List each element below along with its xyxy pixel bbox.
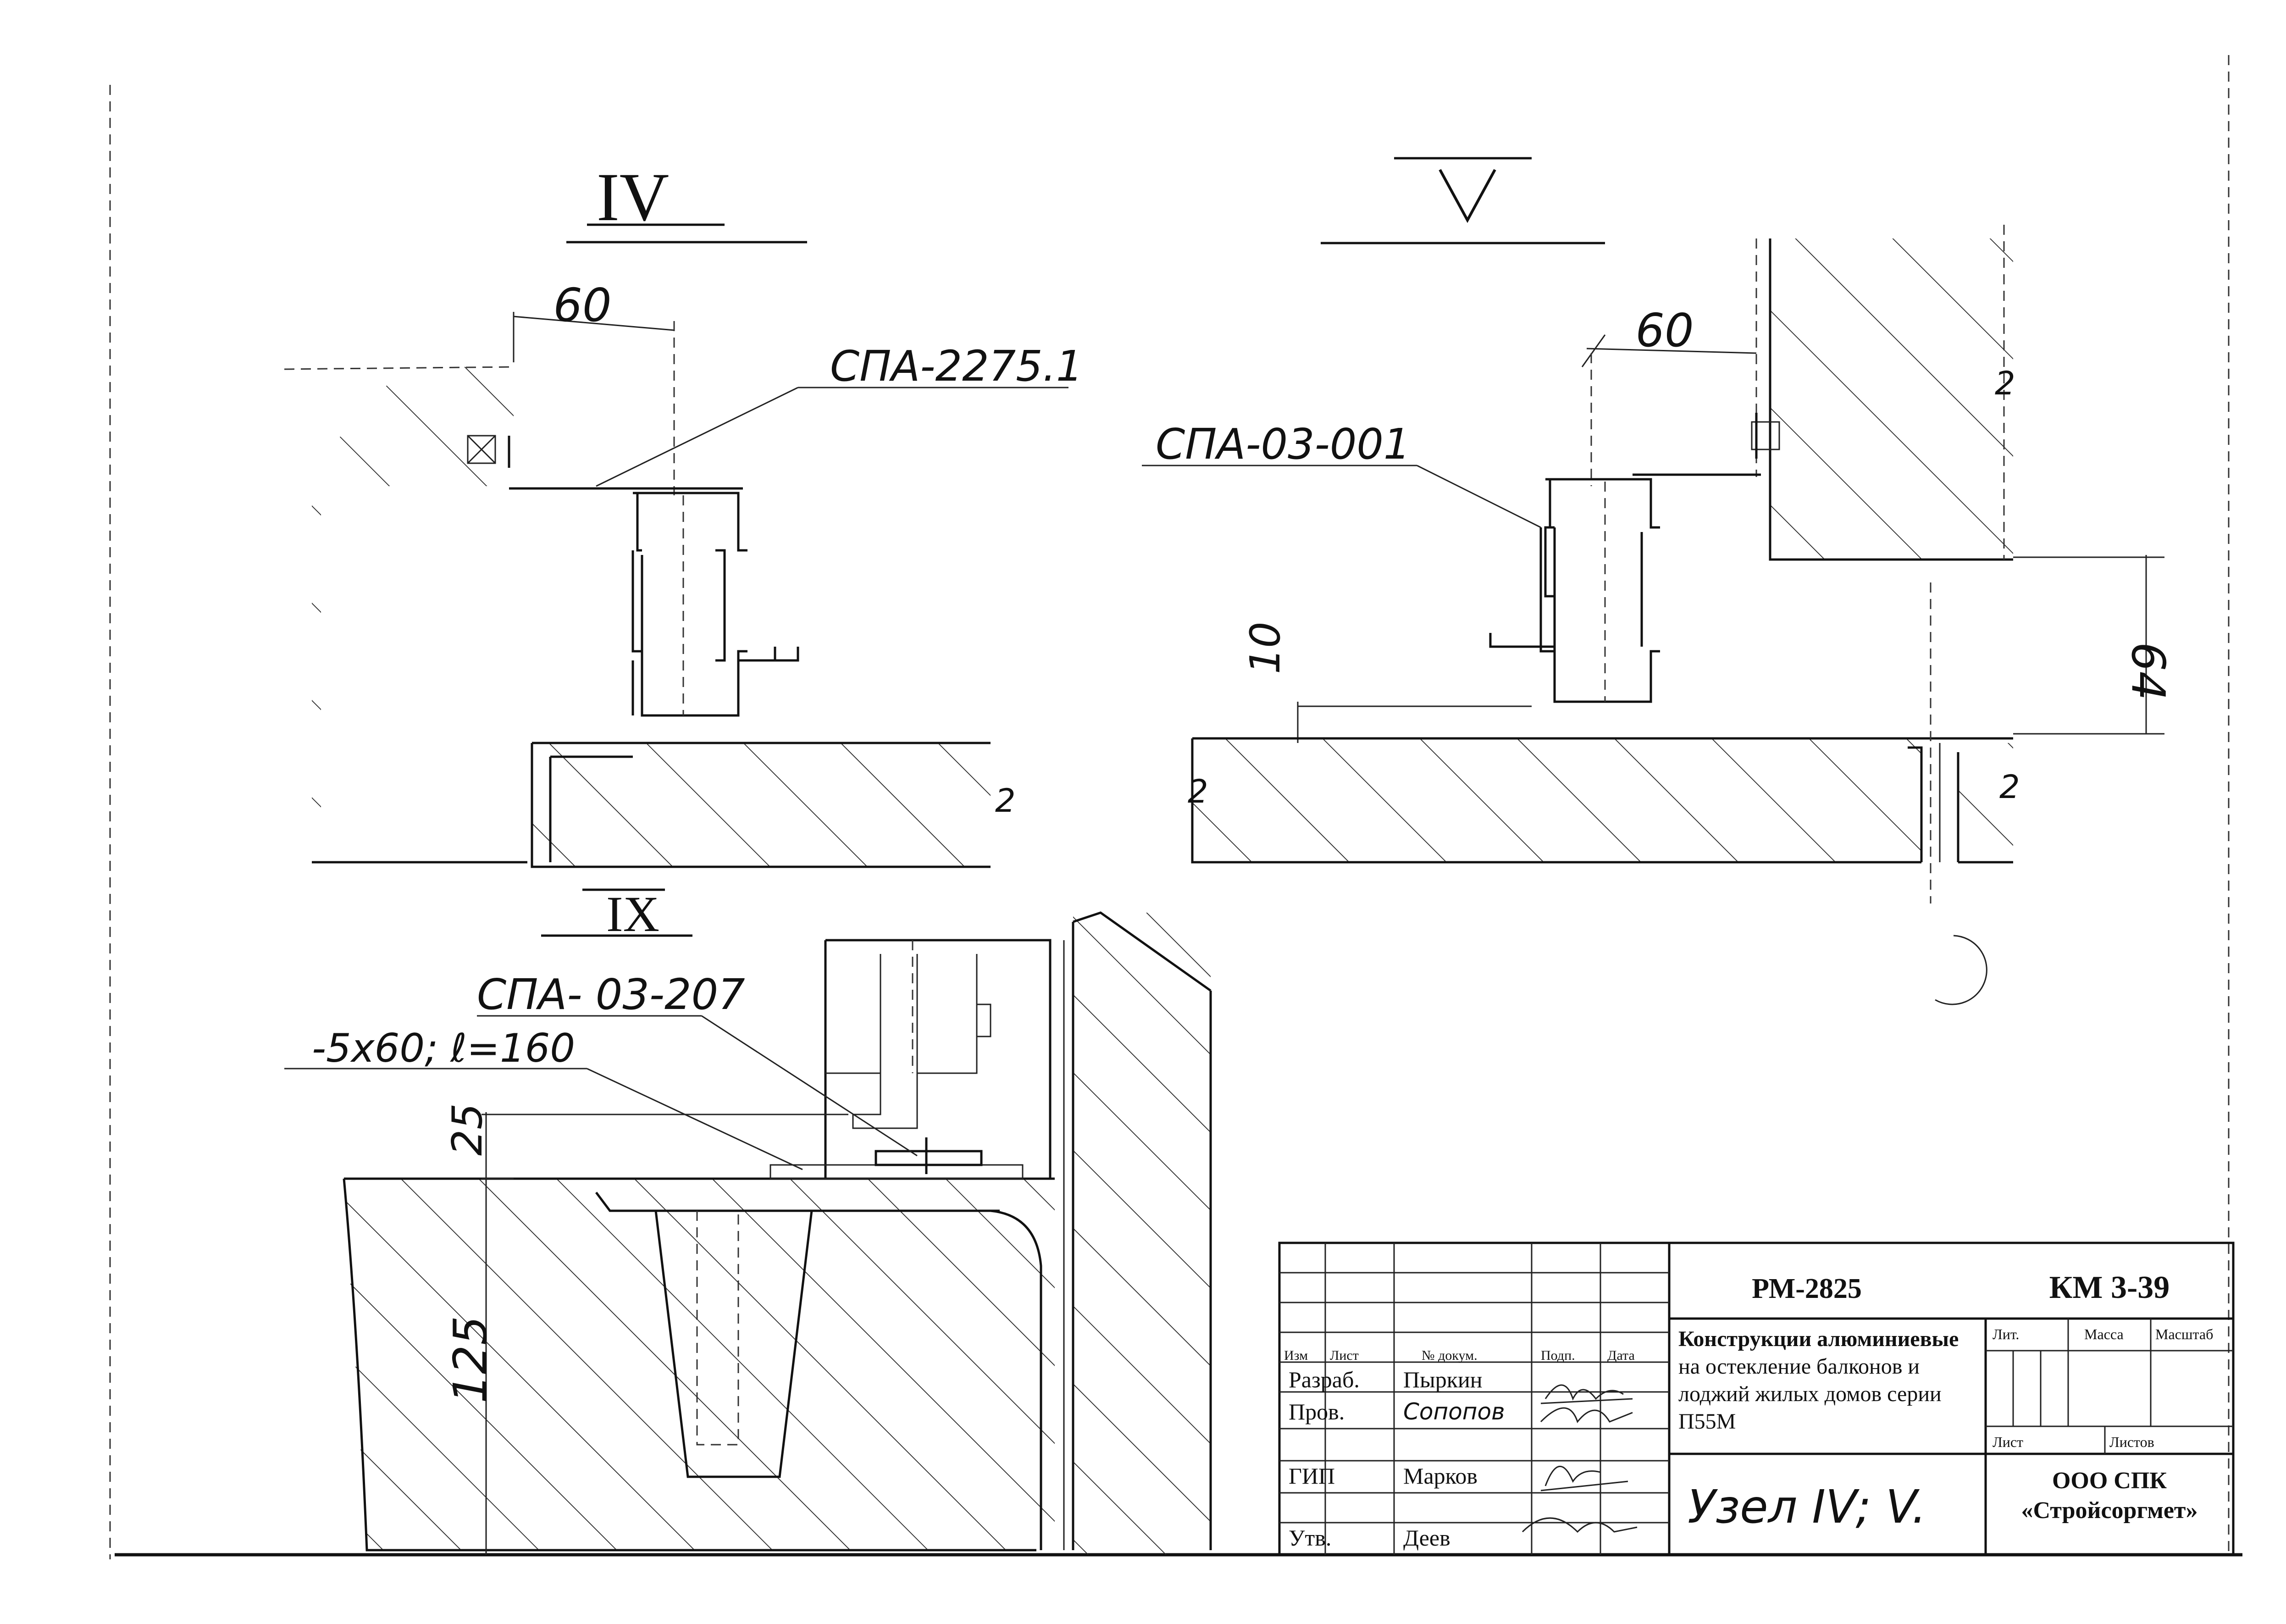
tb-role-3: Утв. [1289, 1525, 1331, 1551]
dim-64-v: 64 [2121, 642, 2175, 700]
signature-2 [1540, 1466, 1628, 1491]
tb-org-0: ООО СПК [2052, 1468, 2167, 1494]
tb-scale: Масштаб [2155, 1326, 2213, 1342]
aluminium-profile-iv [509, 487, 799, 717]
dim-125-ix: 125 [443, 1316, 497, 1403]
tb-title-0: Конструкции алюминиевые [1678, 1327, 1959, 1351]
section-circle [1935, 935, 1987, 1005]
plate [769, 1164, 1024, 1180]
tb-name-3: Деев [1403, 1525, 1450, 1551]
tb-role-2: ГИП [1289, 1463, 1335, 1489]
tb-title-1: на остекление балконов и [1678, 1354, 1920, 1379]
tb-name-1: Сопопов [1403, 1398, 1505, 1425]
signature-1 [1540, 1407, 1633, 1424]
tb-lit: Лит. [1993, 1326, 2019, 1342]
wall-ix [1063, 911, 1212, 1555]
slab-ix [343, 1177, 1055, 1552]
tb-header-izm: Изм [1284, 1348, 1308, 1363]
detail-iv-label: IV [597, 159, 669, 235]
detail-ix: IX СПА [284, 886, 1212, 1555]
anchor-icon-v [1751, 421, 1780, 450]
wall-section [312, 367, 514, 862]
signature-0 [1540, 1384, 1633, 1404]
wall-section-v: 2 [1755, 225, 2015, 561]
tb-role-0: Разраб. [1289, 1367, 1360, 1392]
profile-label-iv: СПА-2275.1 [830, 342, 1083, 391]
svg-text:2: 2 [995, 782, 1016, 820]
frame-ix [824, 939, 1052, 1179]
dim-60-v: 60 [1635, 304, 1694, 357]
svg-text:2: 2 [1188, 773, 1208, 810]
detail-ix-label: IX [606, 886, 659, 942]
profile-label-ix: СПА- 03-207 [477, 970, 745, 1019]
tb-name-2: Марков [1403, 1463, 1478, 1489]
title-block: Изм Лист № докум. Подп. Дата Разраб. Пыр… [1278, 1242, 2235, 1556]
tb-header-list: Лист [1330, 1348, 1359, 1363]
tb-sheet-code: КМ 3-39 [2049, 1270, 2170, 1305]
tb-sheets: Листов [2109, 1434, 2154, 1450]
aluminium-profile-v [1489, 478, 1660, 703]
detail-v-label [1439, 169, 1496, 223]
tb-role-1: Пров. [1289, 1399, 1345, 1424]
tb-node: Узел IV; V. [1688, 1480, 1926, 1534]
dim-10-v: 10 [1241, 621, 1290, 674]
svg-text:2: 2 [1999, 768, 2020, 806]
tb-mass: Масса [2084, 1326, 2124, 1342]
tb-doc-code: РМ-2825 [1752, 1273, 1862, 1304]
detail-v: 2 60 СПА-03-001 10 64 [1142, 157, 2175, 1005]
tb-title-2: лоджий жилых домов серии [1678, 1382, 1942, 1406]
dim-25-ix: 25 [443, 1103, 492, 1156]
slab-iv: 2 [531, 742, 1016, 868]
tb-header-sign: Подп. [1541, 1348, 1575, 1363]
plate-label-ix: -5x60; ℓ=160 [312, 1025, 575, 1071]
anchor-icon [467, 435, 496, 464]
dim-60-iv: 60 [553, 278, 611, 332]
profile-label-v: СПА-03-001 [1156, 420, 1410, 469]
svg-text:2: 2 [1995, 365, 2015, 402]
detail-iv: IV 60 СПА-2275.1 [284, 159, 1083, 868]
tb-org-1: «Стройсоргмет» [2021, 1497, 2198, 1524]
tb-sheet: Лист [1993, 1434, 2023, 1450]
signature-3 [1522, 1517, 1638, 1533]
slab-v: 2 2 [1188, 582, 2020, 903]
tb-name-0: Пыркин [1403, 1367, 1483, 1392]
tb-header-doc: № докум. [1422, 1348, 1478, 1363]
tb-title-3: П55М [1678, 1409, 1736, 1434]
tb-header-date: Дата [1607, 1348, 1635, 1363]
